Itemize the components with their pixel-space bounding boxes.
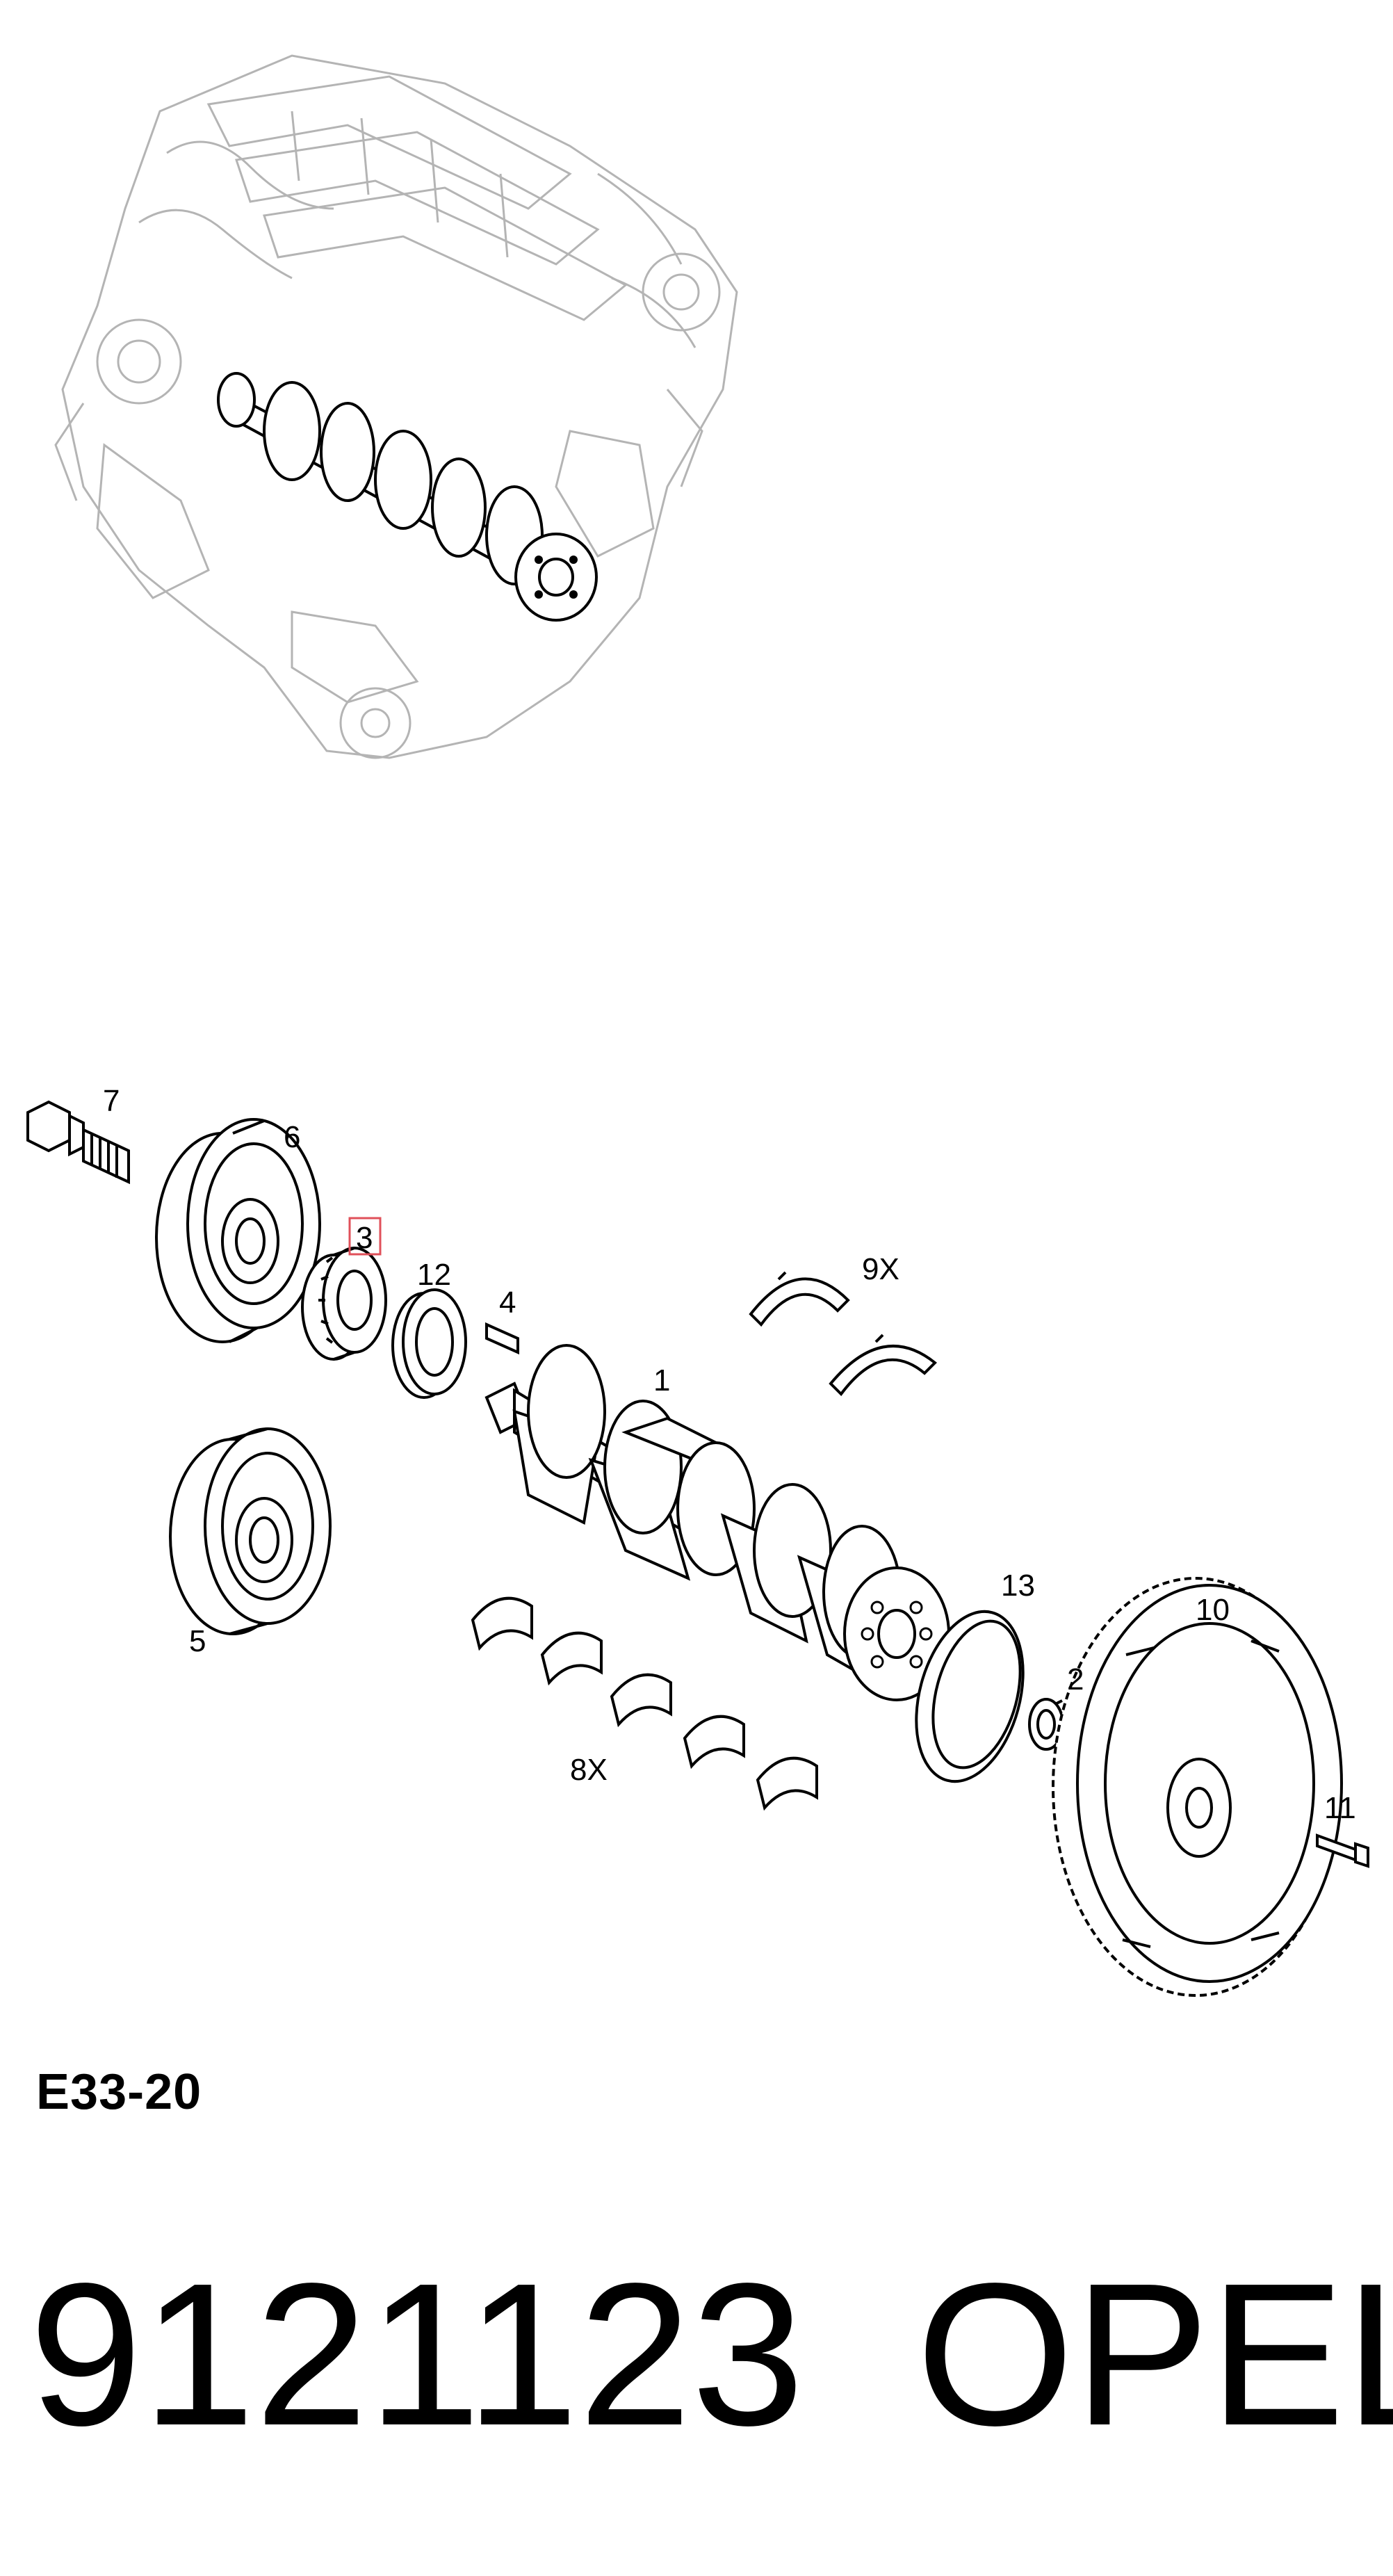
bolt-part — [26, 1100, 130, 1185]
engine-crankshaft-highlight — [217, 372, 598, 622]
engine-overview-illustration — [54, 54, 738, 759]
bearing-shells-part — [471, 1596, 818, 1811]
pulley-part — [155, 1118, 321, 1343]
callout-13: 13 — [1001, 1569, 1035, 1603]
callout-8x: 8X — [570, 1753, 608, 1787]
callout-10: 10 — [1196, 1593, 1230, 1627]
sprocket-part — [301, 1247, 387, 1361]
brand-name: OPEL — [916, 2241, 1393, 2468]
part-number: 9121123 — [29, 2241, 805, 2468]
callout-2: 2 — [1067, 1662, 1084, 1696]
callout-12: 12 — [417, 1258, 451, 1292]
thrust-washer-part — [749, 1271, 937, 1397]
callout-11: 11 — [1324, 1791, 1356, 1825]
callout-1: 1 — [653, 1363, 670, 1398]
pulley-alt-part — [169, 1427, 332, 1635]
seal-ring-part — [391, 1288, 467, 1399]
callout-3: 3 — [356, 1221, 373, 1255]
flywheel-bolt-part — [1316, 1833, 1369, 1868]
callout-5: 5 — [189, 1624, 206, 1658]
diagram-code: E33-20 — [36, 2064, 202, 2120]
key-part — [485, 1322, 519, 1355]
callout-9x: 9X — [862, 1252, 899, 1286]
callout-3-highlight-box — [348, 1217, 382, 1256]
callout-7: 7 — [103, 1084, 120, 1118]
flywheel-part — [1052, 1577, 1343, 1997]
callout-4: 4 — [499, 1286, 516, 1320]
callout-6: 6 — [284, 1120, 300, 1154]
crankshaft-part — [484, 1344, 950, 1701]
rear-seal-part — [915, 1610, 1025, 1783]
